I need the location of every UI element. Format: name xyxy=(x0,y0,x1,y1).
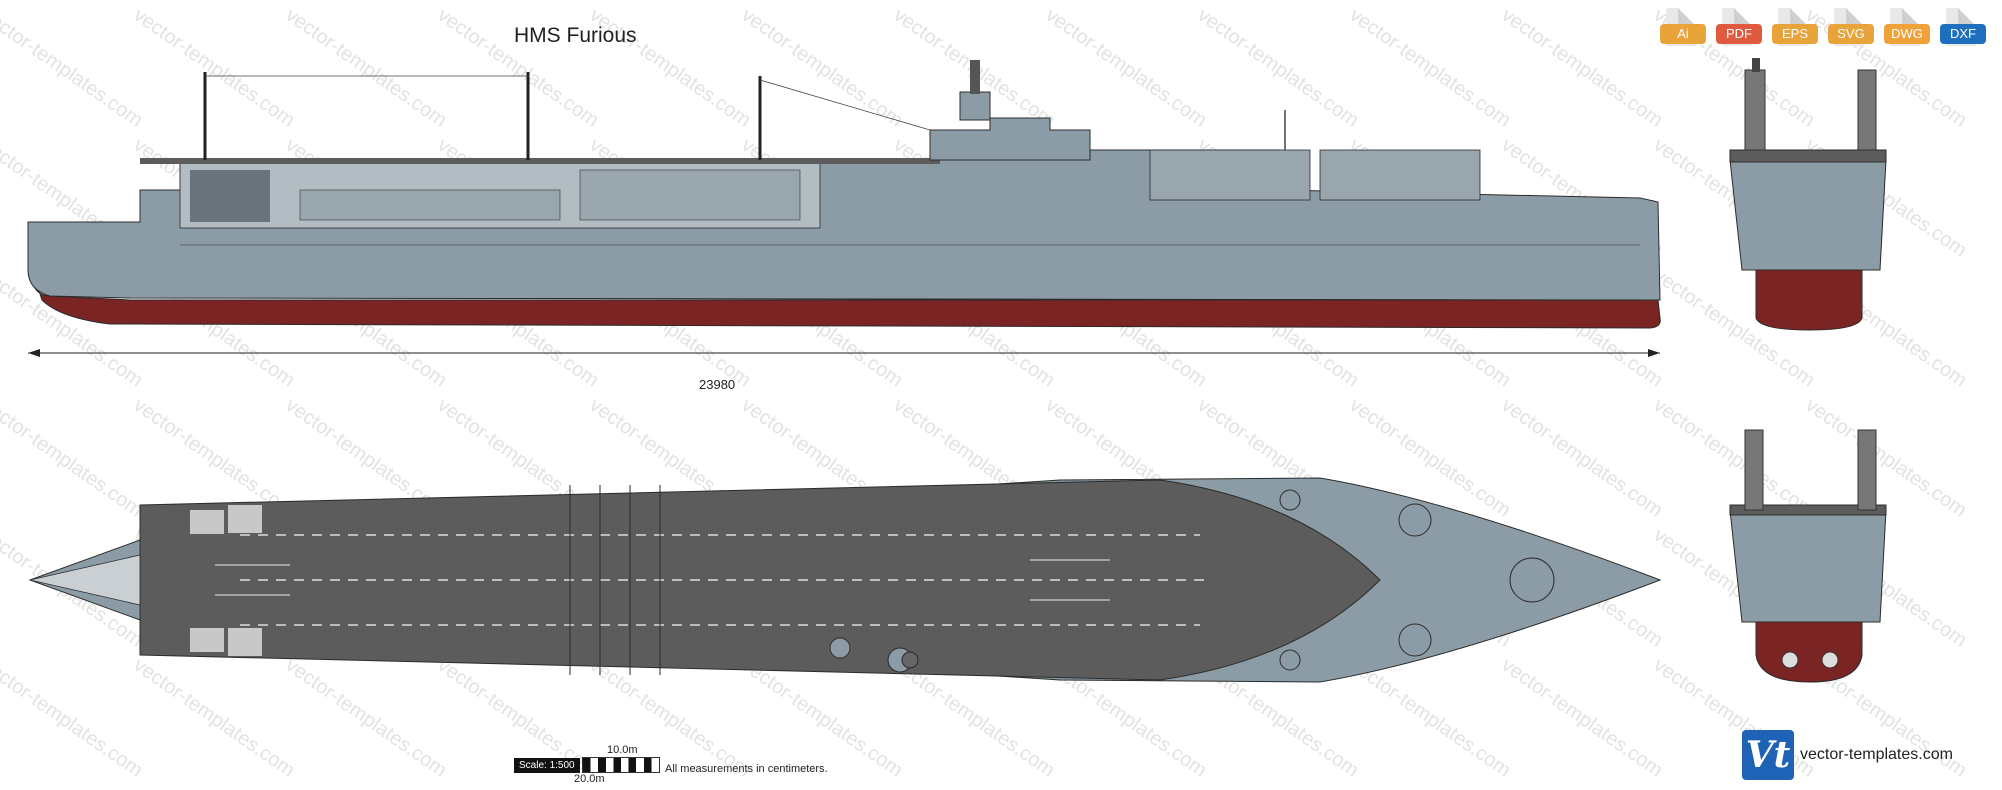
dwg-format-icon[interactable]: DWG xyxy=(1884,8,1930,52)
top-view xyxy=(28,477,1662,683)
side-profile xyxy=(27,60,1661,357)
gun-mount-4 xyxy=(1279,489,1301,511)
ai-format-icon[interactable]: Ai xyxy=(1660,8,1706,52)
page-title: HMS Furious xyxy=(514,24,637,47)
rear-view xyxy=(1729,429,1887,683)
front-view xyxy=(1729,58,1887,331)
vt-logo-icon[interactable]: Vt xyxy=(1742,730,1794,780)
side-hull-lower xyxy=(31,269,1661,329)
scale-bar xyxy=(582,757,660,773)
format-icons: Ai PDF EPS SVG DWG DXF xyxy=(1660,8,1986,52)
eps-format-icon[interactable]: EPS xyxy=(1772,8,1818,52)
scale-bar-group: Scale: 1:500 10.0m 20.0m xyxy=(514,744,714,785)
gun-mount-2 xyxy=(1398,623,1432,657)
svg-format-label: SVG xyxy=(1828,24,1874,44)
scale-label: Scale: 1:500 xyxy=(514,758,580,773)
svg-format-icon[interactable]: SVG xyxy=(1828,8,1874,52)
length-dimension-label: 23980 xyxy=(699,377,736,392)
site-link[interactable]: vector-templates.com xyxy=(1800,746,1953,763)
dxf-format-label: DXF xyxy=(1940,24,1986,44)
ai-format-label: Ai xyxy=(1660,24,1706,44)
gun-mount-1 xyxy=(1398,503,1432,537)
gun-mount-3 xyxy=(1509,557,1555,603)
pdf-format-icon[interactable]: PDF xyxy=(1716,8,1762,52)
eps-format-label: EPS xyxy=(1772,24,1818,44)
side-island xyxy=(929,117,1091,161)
scale-bottom-mark: 20.0m xyxy=(574,773,605,785)
scale-top-mark: 10.0m xyxy=(607,744,638,756)
dwg-format-label: DWG xyxy=(1884,24,1930,44)
pdf-format-label: PDF xyxy=(1716,24,1762,44)
top-flight-deck xyxy=(139,479,1381,681)
gun-mount-5 xyxy=(1279,649,1301,671)
measurement-note: All measurements in centimeters. xyxy=(665,763,828,775)
dxf-format-icon[interactable]: DXF xyxy=(1940,8,1986,52)
side-flight-deck xyxy=(140,158,940,164)
